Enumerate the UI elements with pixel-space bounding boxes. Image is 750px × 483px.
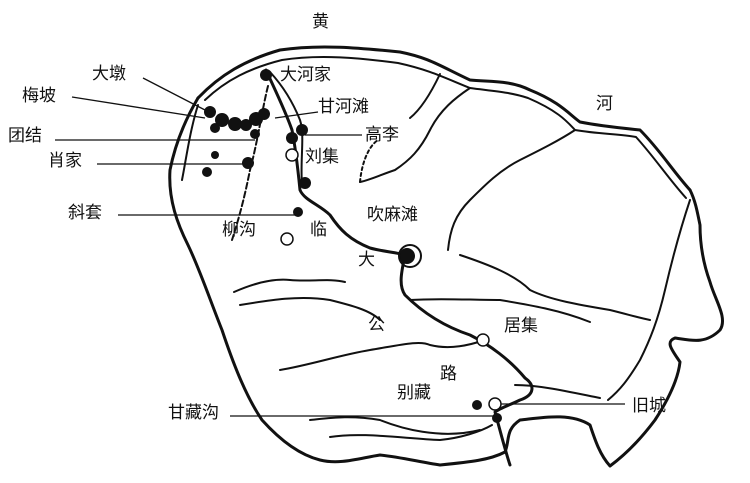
tributary	[459, 254, 651, 321]
site-label-gaoli: 高李	[365, 125, 399, 145]
site-label-chuimatan: 吹麻滩	[367, 205, 418, 225]
site-label-ganhetan: 甘河滩	[318, 97, 369, 117]
site-label-dadun: 大墩	[92, 64, 126, 84]
site-ring	[398, 244, 422, 268]
site-label-xietao: 斜套	[68, 203, 102, 223]
site-label-liuji: 刘集	[305, 147, 339, 167]
site-dot	[210, 123, 220, 133]
site-dot	[250, 129, 260, 139]
site-label-juji: 居集	[504, 316, 538, 336]
river-label-huang: 黄	[312, 12, 329, 32]
site-dot	[242, 157, 254, 169]
tributary	[514, 384, 601, 399]
yellow-river-bank-south	[204, 55, 687, 199]
site-circle	[280, 232, 294, 246]
tributary	[239, 296, 381, 321]
secondary-road	[269, 71, 304, 186]
site-dot	[202, 167, 212, 177]
tributary	[231, 85, 269, 241]
site-dot	[240, 119, 252, 131]
tributary	[329, 424, 493, 441]
site-label-meipo: 梅坡	[22, 86, 56, 106]
site-dot	[399, 248, 415, 264]
site-dot	[211, 151, 219, 159]
site-label-jiucheng: 旧城	[632, 396, 666, 416]
leader-lines	[55, 77, 625, 417]
site-label-biecang: 别藏	[397, 383, 431, 403]
site-dot	[228, 117, 242, 131]
site-circle	[476, 333, 490, 347]
site-dot	[258, 108, 270, 120]
site-dot	[296, 124, 308, 136]
road-label-lu: 路	[440, 364, 457, 384]
site-dot	[260, 69, 272, 81]
site-label-xiaojia: 肖家	[48, 151, 82, 171]
site-dot	[204, 106, 216, 118]
tributary	[359, 139, 379, 183]
site-dot	[293, 207, 303, 217]
region-boundary	[168, 96, 725, 468]
tributary	[409, 298, 591, 323]
site-markers-solid	[202, 69, 502, 423]
road-label-da: 大	[358, 250, 375, 270]
tributary	[359, 87, 471, 183]
site-label-tuanjie: 团结	[8, 126, 42, 146]
site-label-gancanggou: 甘藏沟	[168, 403, 219, 423]
tributary	[181, 104, 199, 181]
site-label-liugou: 柳沟	[222, 220, 256, 240]
site-dot	[472, 400, 482, 410]
tributary	[607, 199, 691, 401]
river-label-he: 河	[596, 94, 613, 114]
tributary	[409, 73, 441, 119]
leader-line-meipo	[71, 96, 206, 119]
site-dot	[492, 413, 502, 423]
leader-line-dadun	[142, 77, 206, 111]
site-circle	[285, 148, 299, 162]
site-dot	[215, 113, 229, 127]
tributary	[279, 339, 486, 371]
site-label-dahejia: 大河家	[280, 65, 331, 85]
tributary	[309, 416, 481, 435]
site-circle	[488, 397, 502, 411]
road-label-gong: 公	[368, 315, 385, 335]
main-road	[264, 68, 534, 467]
site-dot	[286, 132, 298, 144]
site-dot	[299, 177, 311, 189]
tributary	[233, 278, 346, 293]
site-markers-hollow	[280, 148, 502, 411]
tributary	[447, 129, 576, 251]
site-label-lin: 临	[310, 220, 327, 240]
leader-line-ganhetan	[274, 111, 319, 119]
yellow-river-bank-north	[196, 45, 692, 192]
